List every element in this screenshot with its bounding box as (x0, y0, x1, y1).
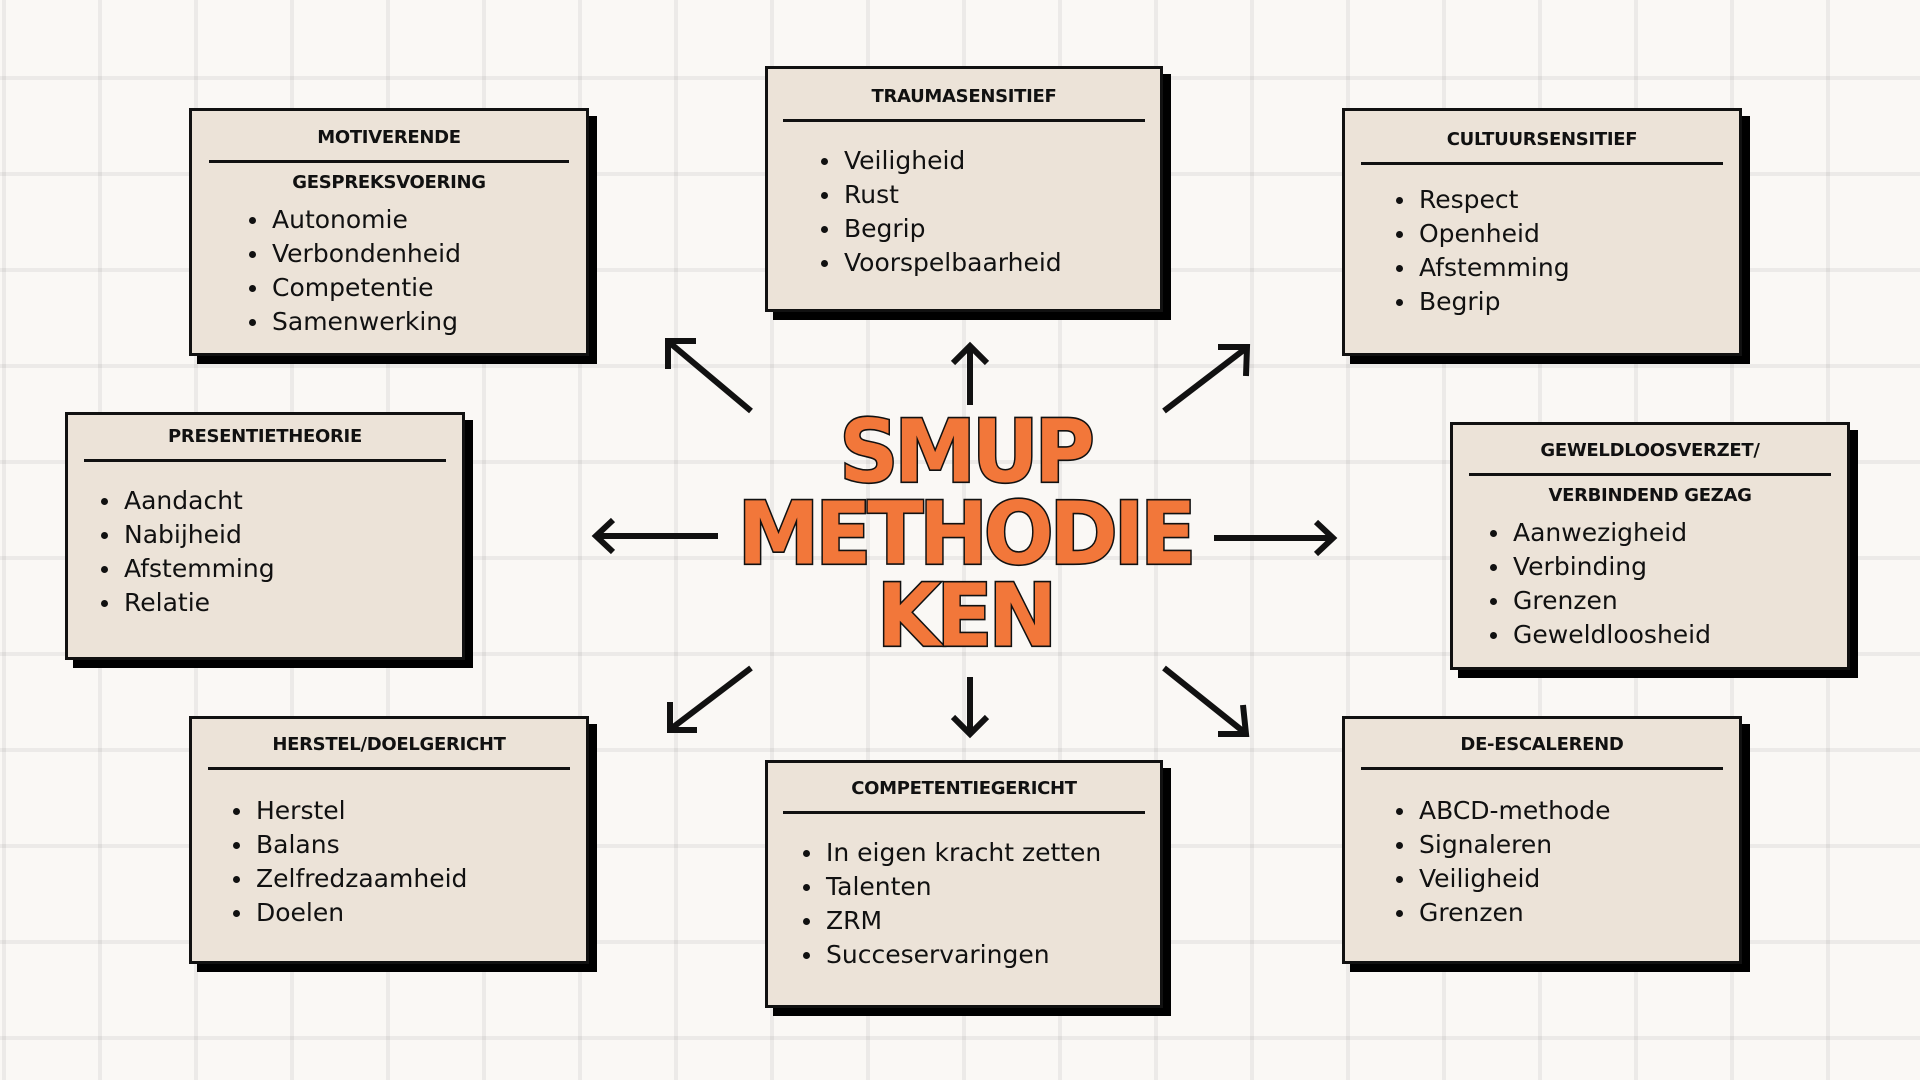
arrow-down-left (667, 665, 753, 733)
box-traumasensitief: TRAUMASENSITIEF Veiligheid Rust Begrip V… (765, 66, 1163, 312)
list-item: Veiligheid (818, 144, 1160, 178)
list-item: In eigen kracht zetten (800, 836, 1160, 870)
item-list: Herstel Balans Zelfredzaamheid Doelen (230, 794, 586, 930)
list-item: Verbondenheid (246, 237, 586, 271)
item-list: In eigen kracht zetten Talenten ZRM Succ… (800, 836, 1160, 972)
list-item: Rust (818, 178, 1160, 212)
list-item: Zelfredzaamheid (230, 862, 586, 896)
list-item: Openheid (1393, 217, 1739, 251)
list-item: Respect (1393, 183, 1739, 217)
title-divider (1361, 767, 1723, 770)
arrow-down-right (1162, 665, 1250, 737)
list-item: ABCD-methode (1393, 794, 1739, 828)
list-item: Geweldloosheid (1487, 618, 1847, 652)
box-presentietheorie: PRESENTIETHEORIE Aandacht Nabijheid Afst… (65, 412, 465, 660)
box-title-line-1: GEWELDLOOSVERZET/ (1469, 431, 1831, 476)
arrow-up (950, 341, 990, 405)
arrow-up-left (665, 338, 753, 414)
title-divider (783, 811, 1145, 814)
box-title: CULTUURSENSITIEF (1446, 129, 1638, 150)
list-item: Talenten (800, 870, 1160, 904)
center-title-line-1: SMUP (838, 402, 1096, 503)
list-item: Signaleren (1393, 828, 1739, 862)
box-title: MOTIVERENDE GESPREKSVOERING (192, 111, 586, 203)
list-item: Competentie (246, 271, 586, 305)
title-divider (1361, 162, 1723, 165)
list-item: Grenzen (1487, 584, 1847, 618)
arrow-down (950, 677, 990, 739)
list-item: Begrip (1393, 285, 1739, 319)
title-divider (84, 459, 446, 462)
item-list: Autonomie Verbondenheid Competentie Same… (246, 203, 586, 339)
title-divider (208, 767, 570, 770)
box-title-line-2: GESPREKSVOERING (292, 172, 486, 193)
box-title: PRESENTIETHEORIE (168, 426, 362, 447)
box-motiverende-gespreksvoering: MOTIVERENDE GESPREKSVOERING Autonomie Ve… (189, 108, 589, 356)
arrow-left (591, 517, 718, 555)
list-item: Doelen (230, 896, 586, 930)
center-title-line-3: KEN (875, 566, 1058, 667)
box-geweldloosverzet-verbindend-gezag: GEWELDLOOSVERZET/ VERBINDEND GEZAG Aanwe… (1450, 422, 1850, 670)
list-item: Succeservaringen (800, 938, 1160, 972)
item-list: Aandacht Nabijheid Afstemming Relatie (98, 484, 462, 620)
center-title-line-2: METHODIE (736, 484, 1197, 585)
box-title: DE-ESCALEREND (1460, 734, 1624, 755)
box-herstel-doelgericht: HERSTEL/DOELGERICHT Herstel Balans Zelfr… (189, 716, 589, 964)
box-title-line-1: MOTIVERENDE (209, 118, 569, 163)
list-item: Veiligheid (1393, 862, 1739, 896)
item-list: Aanwezigheid Verbinding Grenzen Geweldlo… (1487, 516, 1847, 652)
item-list: Veiligheid Rust Begrip Voorspelbaarheid (818, 144, 1160, 280)
list-item: Nabijheid (98, 518, 462, 552)
list-item: Begrip (818, 212, 1160, 246)
box-title: TRAUMASENSITIEF (871, 86, 1057, 107)
list-item: Grenzen (1393, 896, 1739, 930)
center-title: SMUP METHODIE KEN (700, 402, 1230, 667)
box-title: COMPETENTIEGERICHT (851, 778, 1077, 799)
item-list: ABCD-methode Signaleren Veiligheid Grenz… (1393, 794, 1739, 930)
box-competentiegericht: COMPETENTIEGERICHT In eigen kracht zette… (765, 760, 1163, 1008)
list-item: Afstemming (1393, 251, 1739, 285)
list-item: Balans (230, 828, 586, 862)
list-item: Relatie (98, 586, 462, 620)
arrow-right (1214, 519, 1338, 557)
list-item: Afstemming (98, 552, 462, 586)
list-item: Autonomie (246, 203, 586, 237)
box-cultuursensitief: CULTUURSENSITIEF Respect Openheid Afstem… (1342, 108, 1742, 356)
list-item: Aanwezigheid (1487, 516, 1847, 550)
box-title-line-2: VERBINDEND GEZAG (1548, 485, 1752, 506)
list-item: ZRM (800, 904, 1160, 938)
list-item: Herstel (230, 794, 586, 828)
title-divider (783, 119, 1145, 122)
box-de-escalerend: DE-ESCALEREND ABCD-methode Signaleren Ve… (1342, 716, 1742, 964)
arrow-up-right (1162, 344, 1251, 414)
box-title: GEWELDLOOSVERZET/ VERBINDEND GEZAG (1453, 425, 1847, 516)
item-list: Respect Openheid Afstemming Begrip (1393, 183, 1739, 319)
list-item: Verbinding (1487, 550, 1847, 584)
list-item: Voorspelbaarheid (818, 246, 1160, 280)
list-item: Samenwerking (246, 305, 586, 339)
list-item: Aandacht (98, 484, 462, 518)
box-title: HERSTEL/DOELGERICHT (272, 734, 506, 755)
